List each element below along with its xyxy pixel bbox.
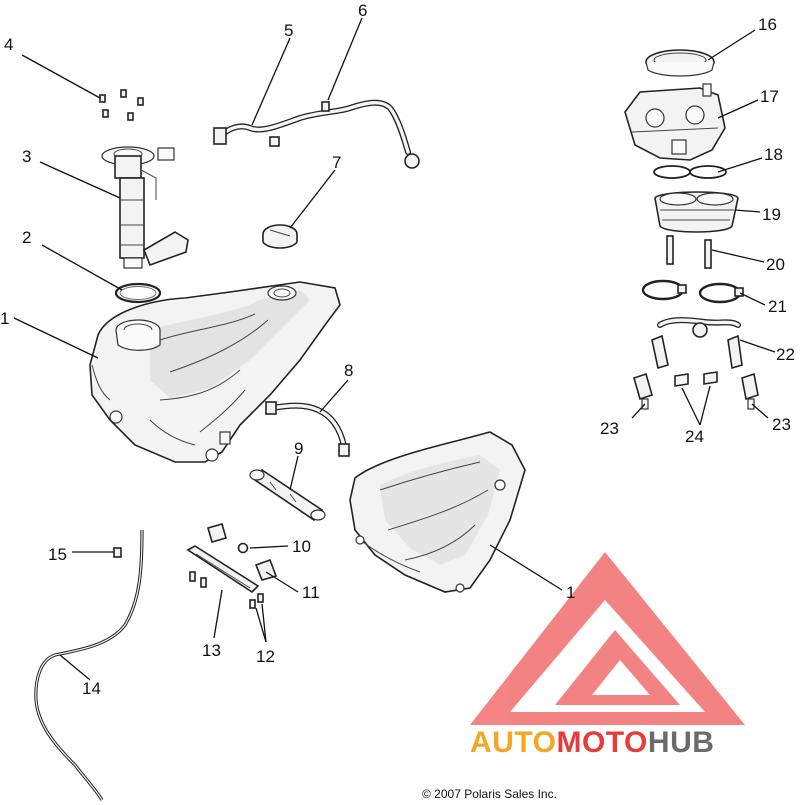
callout-7: 7 <box>332 153 341 172</box>
fuel-rail <box>651 317 743 370</box>
throttle-body-gaskets <box>653 165 727 179</box>
callout-14: 14 <box>82 679 101 698</box>
callout-9: 9 <box>294 439 303 458</box>
nut <box>237 542 249 554</box>
fuel-cap <box>262 224 298 249</box>
fuel-line-upper <box>213 99 420 169</box>
callout-20: 20 <box>766 255 785 274</box>
copyright-notice: © 2007 Polaris Sales Inc. <box>422 787 557 801</box>
watermark-wordmark: AUTOMOTOHUB <box>470 726 714 759</box>
injector-clips <box>674 371 718 387</box>
watermark-word-auto: AUTO <box>470 726 556 759</box>
callout-18: 18 <box>764 145 783 164</box>
callout-1: 1 <box>566 583 575 602</box>
fuel-pump-o-ring <box>114 282 162 304</box>
callout-1: 1 <box>0 309 9 328</box>
filler-hose <box>249 469 326 522</box>
callout-19: 19 <box>762 205 781 224</box>
callout-11: 11 <box>302 583 320 602</box>
callout-24: 24 <box>685 427 704 446</box>
callout-22: 22 <box>776 345 795 364</box>
watermark-logo <box>470 552 745 725</box>
fuel-tank <box>89 281 341 463</box>
fuel-pump <box>101 146 189 269</box>
callout-6: 6 <box>358 1 367 20</box>
callout-4: 4 <box>4 35 13 54</box>
bracket-screws <box>189 571 264 609</box>
callout-23: 23 <box>600 419 619 438</box>
watermark-triangle-hole <box>592 660 650 695</box>
callout-12: 12 <box>256 647 275 666</box>
callout-8: 8 <box>344 361 353 380</box>
vent-hose <box>265 401 350 457</box>
mounting-bracket <box>186 545 260 594</box>
callout-3: 3 <box>22 147 31 166</box>
callout-2: 2 <box>22 228 31 247</box>
watermark-word-hub: HUB <box>648 726 715 759</box>
callout-21: 21 <box>768 297 787 316</box>
intake-boots <box>654 191 739 233</box>
fuel-pump-screws <box>99 89 144 121</box>
callout-23: 23 <box>772 415 791 434</box>
drain-tube <box>34 529 144 801</box>
watermark-word-moto: MOTO <box>556 726 647 759</box>
callout-16: 16 <box>758 15 777 34</box>
intake-bolts <box>666 235 712 269</box>
air-box-boot <box>645 49 715 77</box>
drain-fitting <box>113 547 122 558</box>
callout-5: 5 <box>284 21 293 40</box>
hose-clamps <box>641 279 744 304</box>
svg-text:AUTOMOTOHUB: AUTOMOTOHUB <box>470 726 714 759</box>
fuel-injectors <box>633 372 759 410</box>
tank-cover <box>349 431 526 593</box>
callout-13: 13 <box>202 641 221 660</box>
retaining-clips <box>207 523 278 581</box>
callout-17: 17 <box>760 87 779 106</box>
callout-10: 10 <box>292 537 311 556</box>
callout-labels: 1 1 2 3 4 5 6 7 8 9 10 11 12 13 14 15 16… <box>0 1 795 698</box>
callout-15: 15 <box>48 545 67 564</box>
throttle-body <box>624 83 726 161</box>
leader-lines <box>13 17 776 681</box>
